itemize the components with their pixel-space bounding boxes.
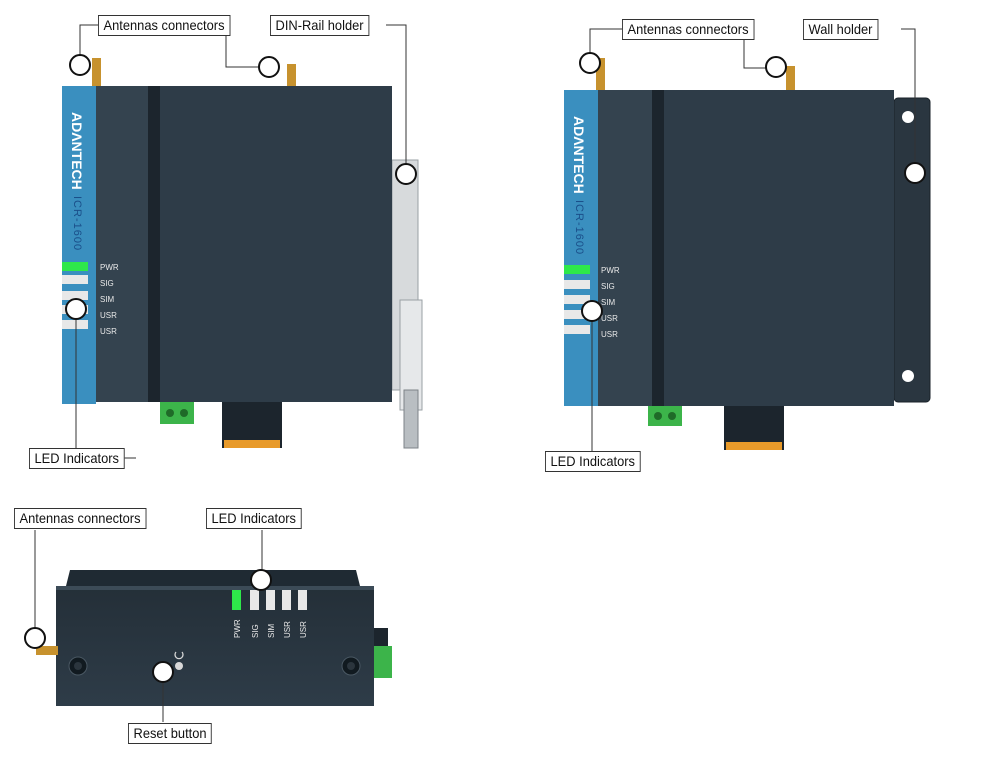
front-led-sim: SIM	[100, 295, 115, 304]
callout-wall-holder	[904, 162, 926, 184]
front-led-indicators-label: LED Indicators	[29, 448, 125, 469]
reset-button-label: Reset button	[128, 723, 213, 744]
callout-top-reset	[152, 661, 174, 683]
callout-front-led	[65, 298, 87, 320]
front-antennas-label: Antennas connectors	[98, 15, 231, 36]
wall-led-usr1: USR	[601, 314, 618, 323]
wall-led-indicators-label: LED Indicators	[545, 451, 641, 472]
antenna-right	[287, 64, 296, 86]
antenna-left	[92, 58, 101, 86]
callout-wall-led	[581, 300, 603, 322]
callout-wall-antenna-left	[579, 52, 601, 74]
reset-icon	[174, 651, 184, 660]
top-led-row	[232, 590, 307, 610]
front-led-pwr: PWR	[100, 263, 119, 272]
front-view-device: ADΛNTECH ICR-1600 PWR SIG SIM USR USR	[62, 24, 423, 459]
front-blue-panel	[62, 86, 96, 404]
top-terminal-block	[374, 646, 392, 678]
callout-front-din-rail	[395, 163, 417, 185]
wall-led-sig: SIG	[601, 282, 615, 291]
top-led-usr1: USR	[283, 621, 292, 638]
callout-top-led	[250, 569, 272, 591]
wall-antenna-right	[786, 66, 795, 90]
front-terminal-block	[160, 402, 194, 424]
wall-model: ICR-1600	[573, 200, 585, 255]
front-model: ICR-1600	[71, 196, 83, 251]
wall-view-device: ADΛNTECH ICR-1600 PWR SIG SIM USR USR	[548, 28, 931, 462]
top-led-sig: SIG	[251, 624, 260, 638]
reset-indicator	[175, 662, 183, 670]
top-led-pwr: PWR	[233, 619, 242, 638]
wall-led-stack	[564, 265, 590, 334]
wall-led-usr2: USR	[601, 330, 618, 339]
wall-terminal-block	[648, 406, 682, 426]
top-led-usr2: USR	[299, 621, 308, 638]
front-led-usr1: USR	[100, 311, 117, 320]
wall-holder-label: Wall holder	[803, 19, 878, 40]
top-antennas-label: Antennas connectors	[14, 508, 147, 529]
front-led-usr2: USR	[100, 327, 117, 336]
wall-antenna-left	[596, 58, 605, 90]
wall-brand: ADΛNTECH	[571, 116, 587, 194]
top-antenna	[36, 646, 58, 655]
callout-wall-antenna-right	[765, 56, 787, 78]
front-brand: ADΛNTECH	[69, 112, 85, 190]
top-led-indicators-label: LED Indicators	[206, 508, 302, 529]
front-din-rail-label: DIN-Rail holder	[270, 15, 370, 36]
front-led-sig: SIG	[100, 279, 114, 288]
callout-front-antenna-right	[258, 56, 280, 78]
top-body	[56, 586, 374, 706]
callout-top-antenna	[24, 627, 46, 649]
top-view-device: PWR SIG SIM USR USR	[34, 530, 392, 722]
wall-led-pwr: PWR	[601, 266, 620, 275]
wall-antennas-label: Antennas connectors	[622, 19, 755, 40]
top-led-sim: SIM	[267, 623, 276, 638]
callout-front-antenna-left	[69, 54, 91, 76]
wall-holder-plate	[893, 97, 931, 403]
wall-led-sim: SIM	[601, 298, 616, 307]
